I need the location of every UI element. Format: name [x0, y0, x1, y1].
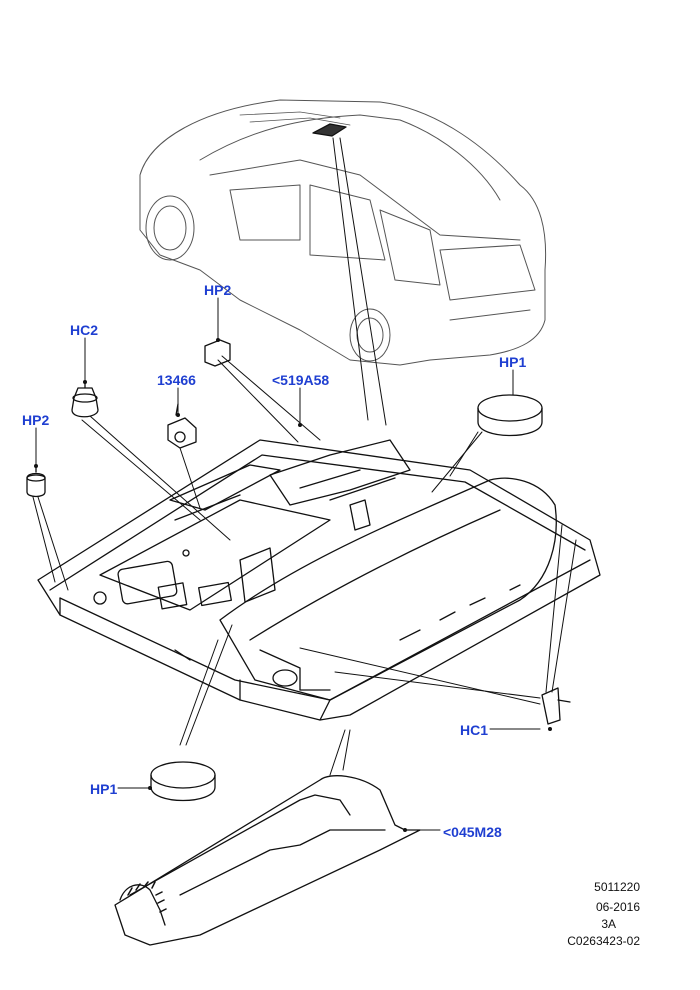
- callout-hc1: HC1: [460, 722, 489, 738]
- hp1-bottom-pad: [150, 761, 216, 802]
- hp1-right-pad: [477, 394, 543, 437]
- callout-hp1-right: HP1: [499, 354, 527, 370]
- callout-hp2-top: HP2: [204, 282, 232, 298]
- callout-leaders: [35, 297, 541, 831]
- doc-revision: 3A: [601, 917, 616, 931]
- hp2-top-pad: [204, 339, 231, 367]
- callout-hc2: HC2: [70, 322, 99, 338]
- doc-number: 5011220: [594, 880, 640, 894]
- doc-reference: C0263423-02: [567, 934, 640, 948]
- hc1-clip: [541, 687, 571, 725]
- doc-date: 06-2016: [595, 900, 640, 914]
- vehicle-illustration: [139, 99, 547, 366]
- hp2-left-pad: [26, 465, 46, 498]
- callout-hp1-bottom: HP1: [90, 781, 118, 797]
- console-location-marker: [312, 123, 347, 137]
- callout-dots: [34, 338, 552, 832]
- leader-lines: [32, 137, 577, 776]
- callout-13466: 13466: [157, 372, 196, 388]
- hc2-clip: [71, 381, 99, 418]
- overhead-console: [37, 439, 601, 721]
- callout-hp2-left: HP2: [22, 412, 50, 428]
- callout-519a58: <519A58: [272, 372, 330, 388]
- trim-cover: [114, 775, 421, 946]
- callout-045m28: <045M28: [443, 824, 502, 840]
- bulb-holder-13466: [167, 403, 197, 449]
